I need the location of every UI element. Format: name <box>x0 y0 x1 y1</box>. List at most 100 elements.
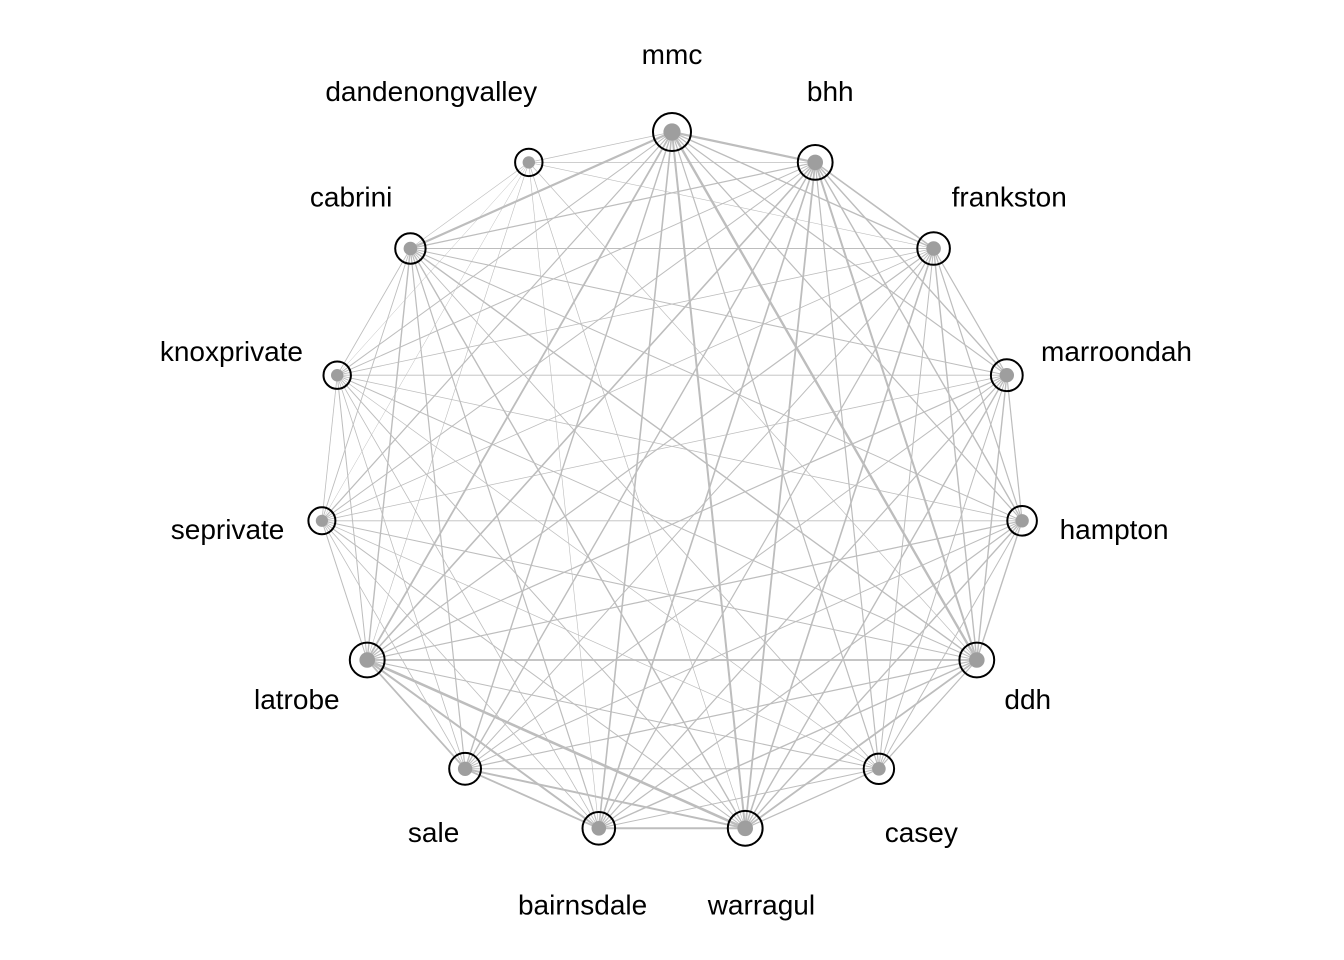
node-label-seprivate: seprivate <box>171 514 285 545</box>
node-bairnsdale[interactable] <box>581 811 617 846</box>
edge-knoxprivate-cabrini <box>336 248 411 376</box>
edge-cabrini-dandenongvalley <box>410 162 529 249</box>
node-latrobe[interactable] <box>348 641 386 679</box>
edge-warragul-dandenongvalley <box>528 162 746 829</box>
node-label-ddh: ddh <box>1004 684 1051 715</box>
node-label-knoxprivate: knoxprivate <box>160 336 303 367</box>
node-label-sale: sale <box>408 817 459 848</box>
edge-mmc-warragul <box>671 131 747 829</box>
edge-mmc-frankston <box>671 131 934 250</box>
edge-frankston-warragul <box>744 248 935 829</box>
node-label-mmc: mmc <box>642 39 703 70</box>
edge-latrobe-knoxprivate <box>336 375 368 661</box>
edge-bairnsdale-cabrini <box>409 248 600 829</box>
edge-frankston-casey <box>878 248 935 769</box>
node-knoxprivate[interactable] <box>322 360 352 390</box>
node-core-cabrini <box>403 241 418 256</box>
edge-mmc-sale <box>464 131 673 770</box>
node-ddh[interactable] <box>958 641 996 679</box>
edge-mmc-bhh <box>671 130 816 164</box>
edge-sale-knoxprivate <box>336 375 466 769</box>
edge-bhh-warragul <box>744 162 817 829</box>
node-cabrini[interactable] <box>394 232 427 265</box>
edge-ddh-dandenongvalley <box>528 162 978 661</box>
node-sale[interactable] <box>448 751 483 786</box>
node-mmc[interactable] <box>652 112 692 152</box>
node-hampton[interactable] <box>1006 505 1038 537</box>
edge-casey-knoxprivate <box>336 374 880 770</box>
node-marroondah[interactable] <box>989 358 1024 393</box>
edge-bairnsdale-knoxprivate <box>336 375 600 829</box>
node-core-casey <box>872 762 886 776</box>
edge-mmc-ddh <box>670 131 978 661</box>
edge-mmc-marroondah <box>671 131 1008 376</box>
edge-frankston-marroondah <box>933 248 1008 376</box>
edge-mmc-hampton <box>671 131 1023 522</box>
edge-hampton-bairnsdale <box>598 520 1023 829</box>
edge-seprivate-cabrini <box>321 248 411 521</box>
edge-bairnsdale-dandenongvalley <box>528 162 600 829</box>
edge-mmc-seprivate <box>321 131 673 522</box>
edge-ddh-casey <box>878 659 978 770</box>
node-label-marroondah: marroondah <box>1041 336 1192 367</box>
edge-seprivate-dandenongvalley <box>321 162 530 521</box>
edge-frankston-seprivate <box>321 248 934 522</box>
node-core-latrobe <box>359 652 376 668</box>
node-dandenongvalley[interactable] <box>514 147 544 178</box>
edge-bhh-cabrini <box>410 161 816 250</box>
node-ring-warragul <box>726 809 764 847</box>
node-seprivate[interactable] <box>307 506 337 536</box>
node-ring-frankston <box>916 231 951 266</box>
node-label-warragul: warragul <box>707 890 815 921</box>
node-casey[interactable] <box>862 752 896 785</box>
edge-hampton-cabrini <box>410 248 1023 522</box>
edge-marroondah-warragul <box>744 374 1008 829</box>
node-label-cabrini: cabrini <box>310 181 392 212</box>
node-label-casey: casey <box>885 817 958 848</box>
edge-knoxprivate-dandenongvalley <box>337 162 529 376</box>
node-core-frankston <box>926 241 941 256</box>
node-core-bhh <box>807 154 823 171</box>
node-frankston[interactable] <box>916 231 951 266</box>
node-ring-latrobe <box>348 641 386 679</box>
edge-marroondah-seprivate <box>321 374 1007 522</box>
edge-hampton-latrobe <box>367 520 1023 661</box>
edge-sale-seprivate <box>321 520 466 770</box>
node-core-ddh <box>969 652 985 668</box>
node-ring-ddh <box>958 641 996 679</box>
edge-seprivate-knoxprivate <box>321 375 338 521</box>
edge-hampton-casey <box>878 520 1023 770</box>
edge-casey-seprivate <box>321 520 880 770</box>
edge-bhh-seprivate <box>321 161 816 522</box>
node-ring-hampton <box>1006 505 1038 537</box>
labels-layer: mmc bhh frankston marroondah hampton ddh casey… <box>160 39 1192 921</box>
edge-marroondah-hampton <box>1006 375 1023 521</box>
node-ring-marroondah <box>989 358 1024 393</box>
node-warragul[interactable] <box>726 809 764 847</box>
node-bhh[interactable] <box>796 144 834 181</box>
edge-frankston-hampton <box>933 248 1023 521</box>
node-label-latrobe: latrobe <box>254 684 340 715</box>
nodes-layer <box>307 112 1038 847</box>
edge-frankston-bairnsdale <box>598 248 935 829</box>
node-core-hampton <box>1015 514 1029 528</box>
edge-warragul-cabrini <box>409 248 746 829</box>
edge-bhh-ddh <box>814 162 978 661</box>
edge-casey-bairnsdale <box>598 768 880 829</box>
edge-mmc-casey <box>671 131 880 769</box>
edge-frankston-sale <box>464 248 934 770</box>
node-label-frankston: frankston <box>952 181 1067 212</box>
node-label-bairnsdale: bairnsdale <box>518 890 647 921</box>
edge-ddh-sale <box>464 659 977 770</box>
node-ring-bhh <box>796 144 834 181</box>
edge-latrobe-cabrini <box>366 248 412 661</box>
edge-latrobe-dandenongvalley <box>366 162 530 661</box>
edge-hampton-ddh <box>976 520 1023 661</box>
node-label-hampton: hampton <box>1060 514 1169 545</box>
edge-warragul-sale <box>464 767 746 830</box>
node-core-sale <box>457 761 473 776</box>
node-label-dandenongvalley: dandenongvalley <box>325 76 537 107</box>
edge-ddh-bairnsdale <box>598 659 978 829</box>
node-label-bhh: bhh <box>807 76 854 107</box>
